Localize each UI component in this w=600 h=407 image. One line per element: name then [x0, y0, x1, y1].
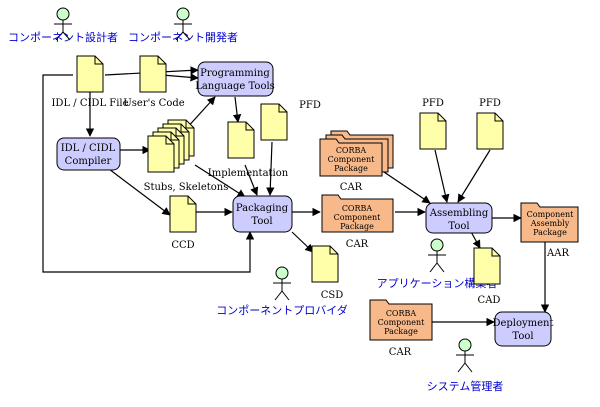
svg-text:Component: Component [334, 213, 382, 222]
svg-text:User's Code: User's Code [123, 98, 184, 109]
svg-text:CCD: CCD [171, 240, 194, 251]
doc-csd: CSD [311, 245, 344, 301]
svg-text:Compiler: Compiler [65, 156, 112, 167]
tool-packaging-tool[interactable]: Packaging Tool [232, 195, 293, 233]
package-aar: Component Assembly Package AAR [520, 202, 579, 259]
svg-text:Package: Package [384, 327, 418, 336]
svg-text:Deployment: Deployment [492, 318, 553, 329]
svg-text:PFD: PFD [299, 100, 321, 111]
svg-text:CSD: CSD [321, 290, 344, 301]
svg-text:Stubs, Skeletons: Stubs, Skeletons [144, 182, 229, 193]
svg-text:Package: Package [533, 228, 567, 237]
svg-text:IDL / CIDL File: IDL / CIDL File [51, 98, 128, 109]
svg-text:CORBA: CORBA [386, 309, 417, 318]
doc-pfd-assembly-left: PFD [419, 98, 447, 150]
actor-component-provider: コンポーネントプロバイダ [216, 266, 348, 317]
svg-text:Implementation: Implementation [208, 168, 289, 179]
actor-component-designer: コンポーネント設計者 [8, 7, 118, 44]
svg-text:IDL / CIDL: IDL / CIDL [61, 143, 116, 154]
actor-application-builder: アプリケーション構築者 [377, 238, 498, 290]
svg-text:Tool: Tool [448, 221, 469, 232]
actor-component-developer: コンポーネント開発者 [128, 7, 238, 44]
doc-pfd-assembly-right: PFD [476, 98, 504, 150]
tool-assembling-tool[interactable]: Assembling Tool [425, 202, 493, 234]
svg-text:Packaging: Packaging [236, 203, 289, 214]
actor-label-application-builder: アプリケーション構築者 [377, 276, 498, 290]
svg-text:Component: Component [328, 155, 376, 164]
svg-text:AAR: AAR [546, 248, 569, 259]
svg-text:Programming: Programming [200, 68, 270, 79]
doc-stubs-skeletons: Stubs, Skeletons [144, 119, 229, 193]
svg-text:CAR: CAR [340, 182, 363, 193]
doc-ccd: CCD [169, 195, 197, 251]
svg-text:Assembly: Assembly [530, 219, 570, 228]
tool-deployment-tool[interactable]: Deployment Tool [492, 311, 554, 347]
doc-pfd-packaging: PFD [260, 100, 321, 141]
svg-text:CAD: CAD [478, 295, 501, 306]
svg-text:PFD: PFD [479, 98, 501, 109]
svg-text:CORBA: CORBA [342, 204, 373, 213]
connectors [42, 66, 550, 327]
doc-idl-cidl-file: IDL / CIDL File [51, 55, 129, 109]
actor-label-component-provider: コンポーネントプロバイダ [216, 303, 348, 317]
svg-text:CAR: CAR [389, 347, 412, 358]
doc-cad: CAD [473, 247, 501, 306]
actor-system-admin: システム管理者 [427, 338, 504, 393]
package-car-bottom: CORBA Component Package CAR [369, 299, 433, 358]
actor-label-system-admin: システム管理者 [427, 379, 504, 393]
actor-label-component-designer: コンポーネント設計者 [8, 30, 118, 44]
package-car-middle: CORBA Component Package CAR [321, 194, 394, 250]
svg-text:Component: Component [378, 318, 426, 327]
actor-label-component-developer: コンポーネント開発者 [128, 30, 238, 44]
svg-text:Tool: Tool [251, 216, 272, 227]
svg-text:Package: Package [334, 164, 368, 173]
svg-text:Assembling: Assembling [429, 208, 489, 219]
svg-text:Language Tools: Language Tools [195, 81, 275, 92]
doc-implementation: Implementation [208, 121, 289, 179]
doc-users-code: User's Code [123, 55, 185, 109]
svg-text:CORBA: CORBA [336, 146, 367, 155]
tool-idl-cidl-compiler[interactable]: IDL / CIDL Compiler [56, 137, 121, 171]
svg-text:Tool: Tool [512, 331, 533, 342]
tool-programming-language-tools[interactable]: Programming Language Tools [195, 61, 275, 97]
svg-text:PFD: PFD [422, 98, 444, 109]
svg-text:CAR: CAR [346, 239, 369, 250]
svg-text:Package: Package [340, 222, 374, 231]
package-car-stack: CORBA Component Package CAR [319, 130, 394, 193]
svg-text:Component: Component [527, 210, 575, 219]
